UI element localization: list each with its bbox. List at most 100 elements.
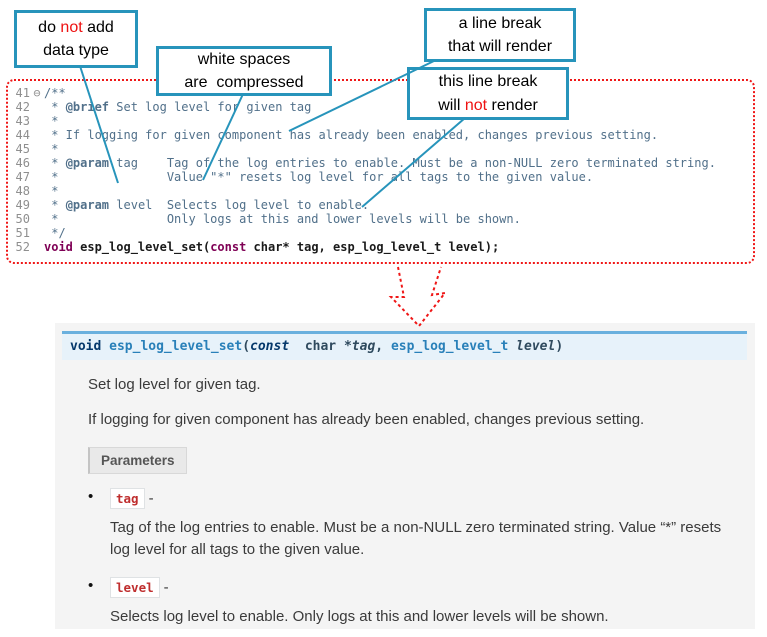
text-segment: esp_log_level_set xyxy=(109,339,243,354)
text-segment: tag Tag of the log entries to enable. Mu… xyxy=(109,156,716,170)
text-segment: level xyxy=(516,339,556,354)
text-segment: char * xyxy=(289,339,352,354)
brief-paragraph: Set log level for given tag. xyxy=(88,376,261,393)
text-segment: ) xyxy=(555,339,564,354)
text-segment: * Only logs at this and lower levels wil… xyxy=(44,212,521,226)
fold-marker-icon[interactable]: ⊖ xyxy=(33,86,41,100)
code-line: 41⊖/** xyxy=(12,86,751,100)
text-segment: level Selects log level to enable. xyxy=(109,198,370,212)
callout-text: will not render xyxy=(438,94,538,117)
text-segment: not xyxy=(60,18,83,36)
text-segment: render xyxy=(487,96,538,114)
text-segment: , xyxy=(375,339,391,354)
line-number: 44 xyxy=(15,128,30,142)
text-segment: are compressed xyxy=(184,74,304,91)
code-lines: 41⊖/**42 * @brief Set log level for give… xyxy=(12,86,751,254)
code-text: * xyxy=(44,114,58,128)
text-segment: * xyxy=(44,100,66,114)
fold-marker-icon xyxy=(30,212,44,226)
code-text: * Value "*" resets log level for all tag… xyxy=(44,170,593,184)
code-line: 52 void esp_log_level_set(const char* tag… xyxy=(12,240,751,254)
parameter-name-literal: level xyxy=(110,576,160,598)
line-number: 42 xyxy=(15,100,30,114)
line-number: 41 xyxy=(15,86,30,100)
parameter-description: Selects log level to enable. Only logs a… xyxy=(110,607,609,625)
fold-marker-icon xyxy=(30,198,44,212)
code-line: 51 */ xyxy=(12,226,751,240)
fold-marker-icon xyxy=(30,170,44,184)
line-number: 47 xyxy=(15,170,30,184)
code-line: 42 * @brief Set log level for given tag xyxy=(12,100,751,114)
text-segment: * xyxy=(44,184,59,198)
code-text: * xyxy=(44,184,58,198)
text-segment xyxy=(101,339,109,354)
fold-marker-icon xyxy=(30,226,44,240)
code-line: 46 * @param tag Tag of the log entries t… xyxy=(12,156,751,170)
detail-paragraph: If logging for given component has alrea… xyxy=(88,410,645,428)
text-segment: esp_log_level_t xyxy=(390,339,517,354)
text-segment: do xyxy=(38,18,61,36)
text-segment: char* tag, esp_log_level_t level); xyxy=(246,240,500,254)
text-segment: * If logging for given component has alr… xyxy=(44,128,659,142)
callout-text: do not add xyxy=(38,16,114,39)
line-number: 52 xyxy=(15,240,30,254)
code-editor-snippet: 41⊖/**42 * @brief Set log level for give… xyxy=(6,79,755,264)
code-text: void esp_log_level_set(const char* tag, … xyxy=(44,240,499,254)
code-text: * xyxy=(44,142,58,156)
code-text: * @brief Set log level for given tag xyxy=(44,100,311,114)
callout-text: are compressed xyxy=(184,71,303,94)
parameter-content: level-Selects log level to enable. Only … xyxy=(110,576,609,628)
parameter-name-row: tag- xyxy=(110,488,725,509)
callout-line-break-renders: a line break that will render xyxy=(424,8,576,62)
text-segment: * Value "*" resets log level for all tag… xyxy=(44,170,594,184)
parameter-content: tag- Tag of the log entries to enable. Mu… xyxy=(110,488,725,561)
parameter-name-literal: tag xyxy=(110,488,145,509)
text-segment: this line break xyxy=(438,73,538,91)
function-signature: void esp_log_level_set(const char *tag, … xyxy=(62,331,747,360)
code-line: 44 * If logging for given component has … xyxy=(12,128,751,142)
line-number: 51 xyxy=(15,226,30,240)
code-line: 49 * @param level Selects log level to e… xyxy=(12,198,751,212)
text-segment: void xyxy=(44,240,73,254)
text-segment: * xyxy=(44,156,66,170)
text-segment: @param xyxy=(65,198,110,212)
parameters-heading: Parameters xyxy=(88,447,187,474)
parameter-description: Tag of the log entries to enable. Must b… xyxy=(110,519,722,558)
text-segment: const xyxy=(210,240,247,254)
code-text: * If logging for given component has alr… xyxy=(44,128,658,142)
parameter-item: • level-Selects log level to enable. Only… xyxy=(88,576,743,628)
code-line: 50 * Only logs at this and lower levels … xyxy=(12,212,751,226)
bullet-icon: • xyxy=(88,576,94,594)
line-number: 45 xyxy=(15,142,30,156)
callout-text: white spaces xyxy=(198,48,291,71)
text-segment: white spaces xyxy=(197,50,291,68)
code-line: 43 * xyxy=(12,114,751,128)
text-segment: const xyxy=(250,339,290,354)
fold-marker-icon xyxy=(30,142,44,156)
callout-line-break-not-render: this line break will not render xyxy=(407,67,569,120)
fold-marker-icon xyxy=(30,184,44,198)
code-line: 48 * xyxy=(12,184,751,198)
parameters-list: • tag- Tag of the log entries to enable. M… xyxy=(88,488,743,627)
text-segment: add xyxy=(82,18,114,36)
callout-text: that will render xyxy=(448,35,552,58)
text-segment: /** xyxy=(44,86,66,100)
text-segment: data type xyxy=(43,42,109,59)
fold-marker-icon xyxy=(30,240,44,254)
text-segment: @brief xyxy=(65,100,110,114)
line-number: 50 xyxy=(15,212,30,226)
callout-no-datatype: do not add data type xyxy=(14,10,138,68)
line-number: 48 xyxy=(15,184,30,198)
text-segment: @param xyxy=(65,156,110,170)
parameter-separator: - xyxy=(148,490,154,507)
code-text: * @param tag Tag of the log entries to e… xyxy=(44,156,716,170)
line-number: 43 xyxy=(15,114,30,128)
text-segment: Set log level for given tag xyxy=(109,100,312,114)
text-segment: * xyxy=(44,198,66,212)
callout-text: a line break xyxy=(459,12,542,35)
text-segment: void xyxy=(70,339,102,354)
text-segment: that will render xyxy=(447,38,553,55)
doc-body: Set log level for given tag. If logging … xyxy=(55,375,755,627)
code-line: 47 * Value "*" resets log level for all … xyxy=(12,170,751,184)
